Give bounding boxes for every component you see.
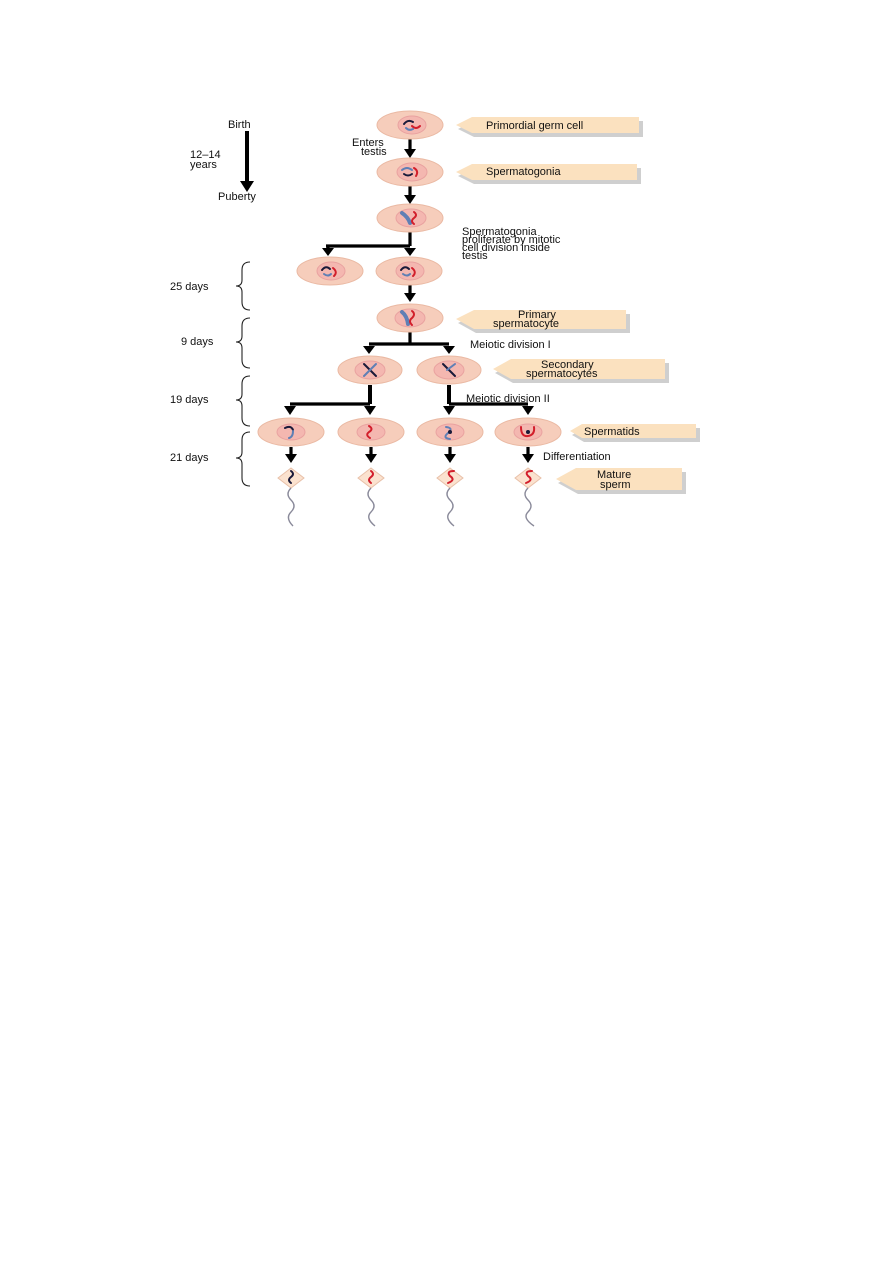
differentiation-label: Differentiation [543,451,611,463]
cell-secondary-right [416,355,482,385]
cell-spermatid-2 [337,417,405,447]
birth-puberty-timeline: Birth 12–14 years Puberty [190,119,256,203]
duration-25-days: 25 days [170,261,251,311]
cell-spermatid-1 [257,417,325,447]
secondary-label-line1: Secondary [541,359,594,371]
cell-mitotic-right [375,256,443,286]
cell-primary-spermatocyte [376,303,444,333]
duration-25-label: 25 days [170,281,209,293]
cell-secondary-left [337,355,403,385]
timeline-arrow-head [240,181,254,192]
sperm-3 [436,467,464,527]
stage-tag-spermatids: Spermatids [570,424,700,442]
cell-mitotic-left [296,256,364,286]
sperm-2 [357,467,385,527]
cell-proliferating [376,203,444,233]
proliferate-line1: Spermatogonia [462,226,537,238]
sperm-4 [514,467,542,527]
primary-label-line2: spermatocyte [493,318,559,330]
duration-9-days: 9 days [181,317,251,369]
duration-21-days: 21 days [170,431,251,487]
cell-primordial [376,110,444,140]
duration-years-line2: years [190,159,217,171]
duration-years-line1: 12–14 [190,149,221,161]
cell-spermatid-4 [494,417,562,447]
puberty-label: Puberty [218,191,256,203]
stage-tag-mature: Mature sperm [556,468,686,494]
stage-tag-primordial: Primordial germ cell [456,117,643,137]
sperm-1 [277,467,305,527]
mature-label-line1: Mature [597,469,631,481]
meiotic-division-2-label: Meiotic division II [466,393,550,405]
spermatogonia-label: Spermatogonia [486,166,561,178]
duration-19-days: 19 days [170,375,251,427]
duration-19-label: 19 days [170,394,209,406]
spermatids-label: Spermatids [584,426,640,438]
cell-spermatogonia [376,157,444,187]
birth-label: Birth [228,119,251,131]
enters-label-line2: testis [361,146,387,158]
mature-label-line2: sperm [600,479,631,491]
flow-arrows [284,138,534,463]
duration-9-label: 9 days [181,336,214,348]
stage-tag-spermatogonia: Spermatogonia [456,164,641,184]
duration-21-label: 21 days [170,452,209,464]
primordial-label: Primordial germ cell [486,120,583,132]
cell-spermatid-3 [416,417,484,447]
secondary-label-line2: spermatocytes [526,368,598,380]
stage-tag-primary: Primary spermatocyte [456,309,630,333]
spermatogenesis-diagram: Birth 12–14 years Puberty Primordial ger… [170,110,700,527]
enters-label-line1: Enters [352,137,384,149]
meiotic-division-1-label: Meiotic division I [470,339,551,351]
proliferate-line3: cell division inside [462,242,550,254]
stage-tag-secondary: Secondary spermatocytes [493,359,669,383]
primary-label-line1: Primary [518,309,556,321]
proliferate-line2: proliferate by mitotic [462,234,561,246]
proliferate-line4: testis [462,250,488,262]
